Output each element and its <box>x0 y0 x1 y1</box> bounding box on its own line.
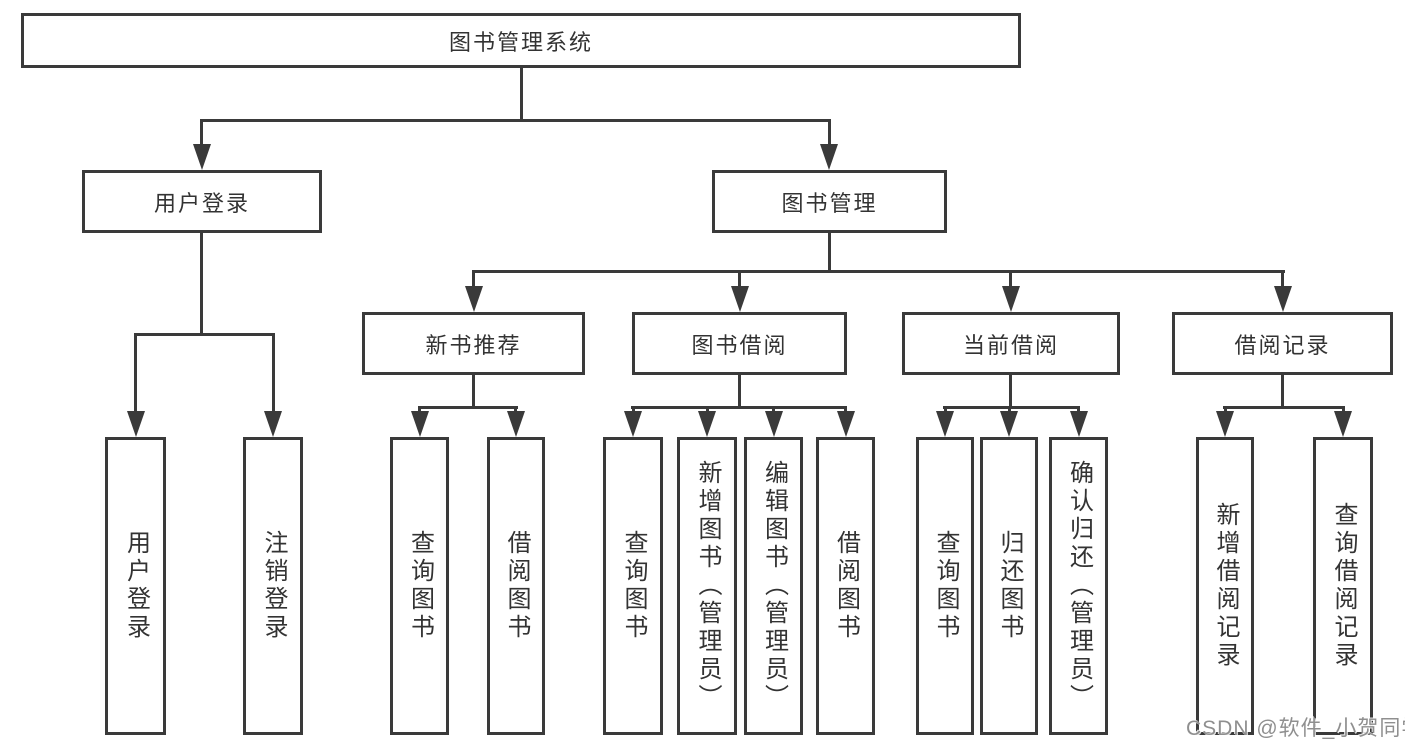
node-label: 注销登录 <box>260 530 287 642</box>
connector-drop <box>1281 270 1284 290</box>
node-label: 查询借阅记录 <box>1330 502 1357 670</box>
connector-drop <box>514 406 517 414</box>
connector-hline-new-book <box>418 406 518 409</box>
arrow-down-icon <box>264 411 282 437</box>
connector-hline-current-borrowing <box>943 406 1080 409</box>
node-label: 借阅图书 <box>503 530 530 642</box>
node-label: 编辑图书（管理员） <box>760 460 788 712</box>
connector-drop <box>1224 406 1227 414</box>
leaf-edit-books-admin: 编辑图书（管理员） <box>744 437 803 735</box>
connector-stem-book-borrowing <box>738 375 741 409</box>
arrow-down-icon <box>731 286 749 312</box>
arrow-down-icon <box>411 411 429 437</box>
connector-hline-user-login <box>134 333 275 336</box>
connector-hline-book-borrowing <box>631 406 847 409</box>
connector-stem-borrowing-records <box>1281 375 1284 409</box>
node-label: 归还图书 <box>996 530 1023 642</box>
leaf-return-books: 归还图书 <box>980 437 1038 735</box>
node-new-book-recommendation: 新书推荐 <box>362 312 585 375</box>
leaf-query-books-recommend: 查询图书 <box>390 437 449 735</box>
node-label: 新增借阅记录 <box>1212 502 1239 670</box>
arrow-down-icon <box>507 411 525 437</box>
leaf-confirm-return-admin: 确认归还（管理员） <box>1049 437 1108 735</box>
connector-drop <box>1342 406 1345 414</box>
csdn-watermark: CSDN @软件_小贺同学 <box>1186 717 1405 740</box>
node-label: 查询图书 <box>932 530 959 642</box>
node-label: 当前借阅 <box>962 332 1059 358</box>
node-user-login-module: 用户登录 <box>82 170 322 233</box>
connector-drop <box>1077 406 1080 414</box>
leaf-query-books-current: 查询图书 <box>916 437 974 735</box>
node-label: 新增图书（管理员） <box>694 460 721 712</box>
arrow-down-icon <box>765 411 783 437</box>
arrow-down-icon <box>1334 411 1352 437</box>
connector-drop <box>1008 406 1011 414</box>
node-current-borrowing: 当前借阅 <box>902 312 1120 375</box>
arrow-down-icon <box>837 411 855 437</box>
connector-hline-borrowing-records <box>1223 406 1345 409</box>
node-label: 用户登录 <box>153 190 250 216</box>
connector-drop <box>772 406 775 414</box>
node-label: 图书管理 <box>781 190 878 216</box>
connector-root-hline <box>200 119 831 122</box>
connector-drop-user-login <box>200 119 203 147</box>
connector-drop <box>944 406 947 414</box>
connector-drop <box>1009 270 1012 290</box>
arrow-down-icon <box>936 411 954 437</box>
leaf-add-borrowing-record: 新增借阅记录 <box>1196 437 1254 735</box>
connector-drop-book-management <box>828 119 831 147</box>
node-label: 查询图书 <box>620 530 647 642</box>
leaf-user-login: 用户登录 <box>105 437 166 735</box>
arrow-down-icon <box>698 411 716 437</box>
arrow-down-icon <box>1070 411 1088 437</box>
connector-root-trunk <box>520 68 523 121</box>
connector-drop <box>738 270 741 290</box>
connector-drop <box>272 333 275 411</box>
arrow-down-icon <box>1216 411 1234 437</box>
arrow-down-icon <box>1000 411 1018 437</box>
leaf-borrow-books: 借阅图书 <box>816 437 875 735</box>
arrow-down-icon <box>820 144 838 170</box>
connector-stem-book-management <box>828 233 831 273</box>
node-label: 用户登录 <box>122 530 150 642</box>
arrow-down-icon <box>1274 286 1292 312</box>
leaf-borrow-books-recommend: 借阅图书 <box>487 437 545 735</box>
node-label: 图书借阅 <box>691 332 788 358</box>
connector-stem-user-login <box>200 233 203 336</box>
leaf-add-books-admin: 新增图书（管理员） <box>677 437 737 735</box>
leaf-logout: 注销登录 <box>243 437 303 735</box>
connector-stem-current-borrowing <box>1009 375 1012 409</box>
connector-drop <box>472 270 475 290</box>
connector-drop <box>418 406 421 414</box>
leaf-query-books-borrowing: 查询图书 <box>603 437 663 735</box>
arrow-down-icon <box>624 411 642 437</box>
connector-drop <box>632 406 635 414</box>
leaf-query-borrowing-record: 查询借阅记录 <box>1313 437 1373 735</box>
node-label: 借阅图书 <box>832 530 860 642</box>
arrow-down-icon <box>193 144 211 170</box>
connector-hline-book-management <box>472 270 1285 273</box>
node-label: 确认归还（管理员） <box>1065 460 1093 712</box>
node-label: 新书推荐 <box>425 332 522 358</box>
node-book-management-module: 图书管理 <box>712 170 947 233</box>
arrow-down-icon <box>465 286 483 312</box>
node-label: 查询图书 <box>406 530 434 642</box>
node-label: 图书管理系统 <box>448 29 593 55</box>
node-label: 借阅记录 <box>1234 332 1331 358</box>
connector-drop <box>844 406 847 414</box>
connector-drop <box>134 333 137 411</box>
connector-stem-new-book <box>472 375 475 409</box>
arrow-down-icon <box>1002 286 1020 312</box>
node-book-borrowing: 图书借阅 <box>632 312 847 375</box>
arrow-down-icon <box>127 411 145 437</box>
node-library-management-system: 图书管理系统 <box>21 13 1021 68</box>
node-borrowing-records: 借阅记录 <box>1172 312 1393 375</box>
connector-drop <box>706 406 709 414</box>
